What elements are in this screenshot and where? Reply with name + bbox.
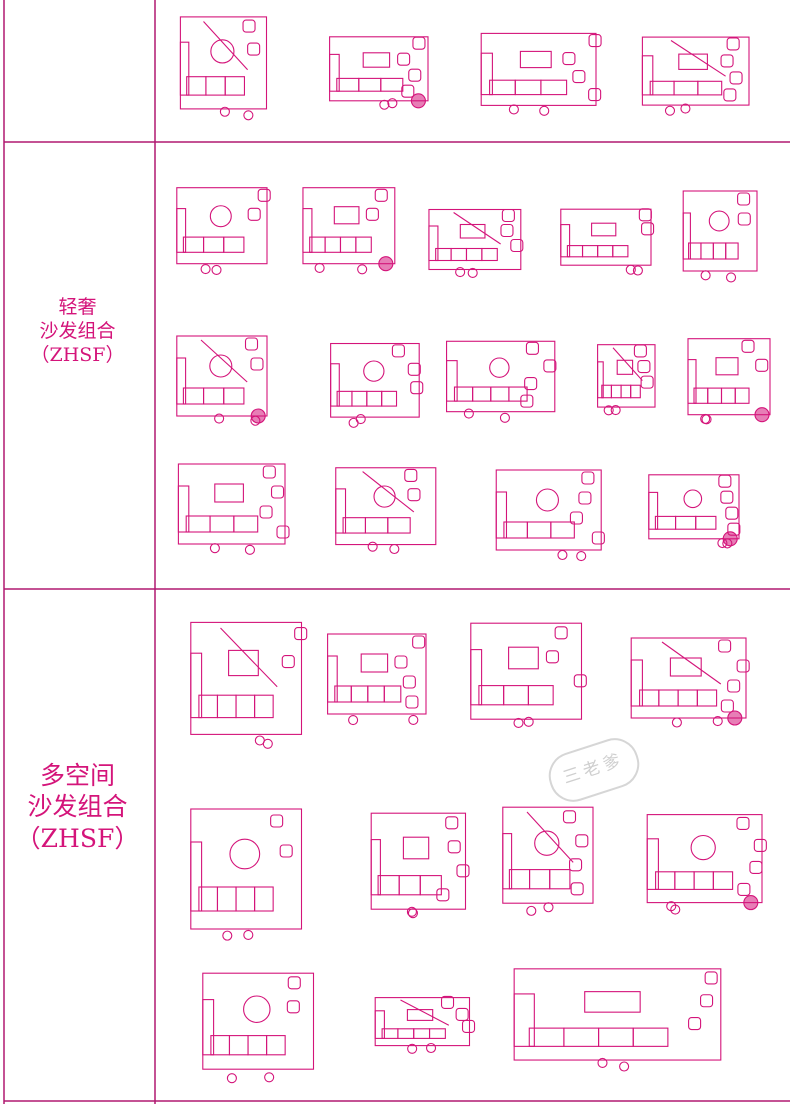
furniture-plan [176, 335, 268, 426]
furniture-plan [302, 187, 396, 275]
label-line-1: 多空间 [39, 761, 115, 790]
section-label-multi-space: 多空间 沙发组合 （ZHSF） [0, 760, 155, 854]
furniture-plan [502, 806, 594, 916]
furniture-plan [370, 812, 470, 919]
table-grid [3, 0, 790, 1104]
furniture-plan [446, 340, 557, 423]
furniture-plan [495, 469, 605, 562]
furniture-plan [335, 467, 437, 555]
furniture-plan [176, 187, 271, 275]
furniture-plan [630, 637, 750, 728]
furniture-plan [682, 190, 758, 283]
label-line-2: 沙发组合 [27, 792, 128, 822]
furniture-plan [646, 814, 767, 915]
label-line-3: （ZHSF） [30, 343, 125, 366]
furniture-plan [560, 208, 655, 276]
furniture-plan [330, 342, 424, 428]
furniture-plan [687, 338, 771, 425]
furniture-plan [374, 995, 476, 1054]
furniture-plan [641, 36, 750, 116]
furniture-plan [327, 633, 427, 726]
label-line-1: 轻奢 [58, 296, 97, 318]
furniture-plan [179, 16, 268, 121]
furniture-plan [480, 32, 602, 116]
furniture-plan [190, 808, 303, 941]
furniture-plan [428, 208, 524, 279]
furniture-plan [648, 474, 741, 549]
furniture-plan [177, 463, 290, 555]
furniture-plan [190, 621, 308, 749]
label-line-2: 沙发组合 [39, 319, 116, 342]
furniture-plan [470, 622, 587, 728]
furniture-plan [597, 344, 656, 416]
furniture-plan [513, 968, 722, 1072]
label-line-3: （ZHSF） [15, 823, 140, 853]
section-label-light-luxury: 轻奢 沙发组合 （ZHSF） [0, 296, 155, 367]
furniture-plan [329, 36, 429, 110]
furniture-plan [202, 972, 315, 1084]
